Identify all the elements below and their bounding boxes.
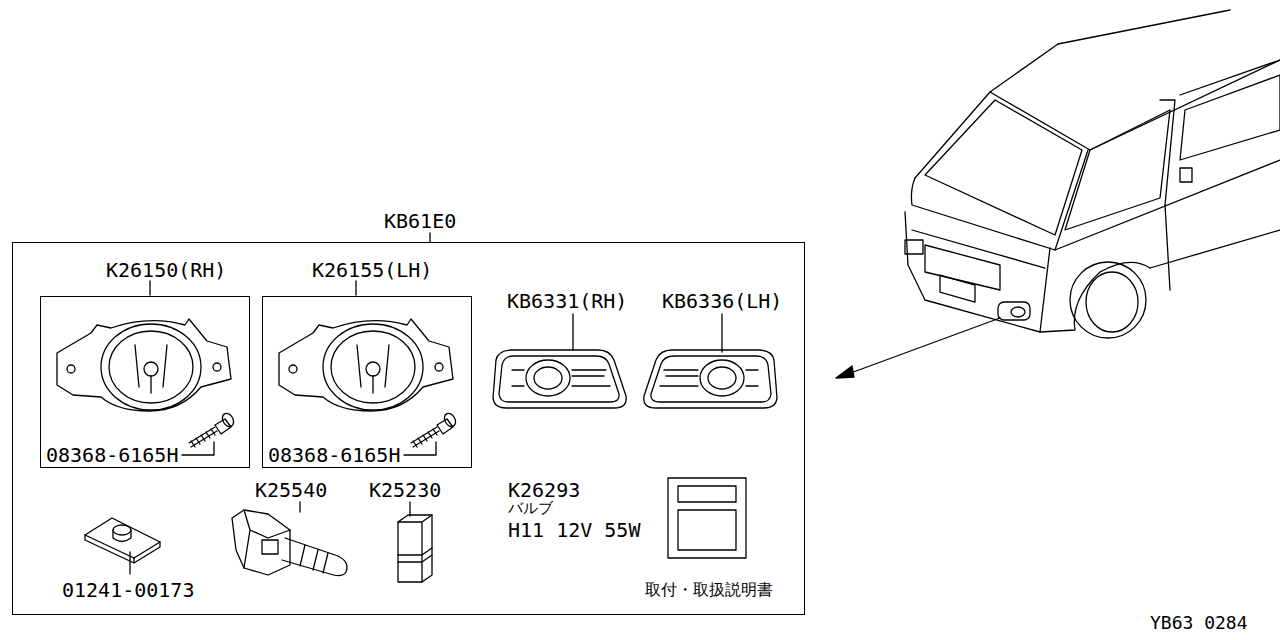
part-number: K25540	[255, 479, 327, 501]
bolt-number: 08368-6165H	[46, 445, 178, 465]
part-number: K26150(RH)	[106, 260, 226, 280]
arrowhead	[836, 366, 854, 378]
booklet-label: 取付・取扱説明書	[645, 581, 773, 599]
part-frame: K26155(LH)08368-6165H	[262, 296, 472, 468]
pointer-line	[848, 318, 1000, 374]
bulb-label: バルブ	[508, 500, 553, 517]
part-frame: K26150(RH)08368-6165H	[40, 296, 250, 468]
van-illustration	[905, 10, 1280, 338]
part-number: K26155(LH)	[312, 260, 432, 280]
relay-drawing	[398, 515, 432, 582]
leader-lines	[130, 233, 722, 574]
part-number: KB6331(RH)	[507, 290, 627, 312]
kit-number: KB61E0	[384, 211, 456, 231]
part-number: 01241-00173	[62, 579, 194, 601]
diagram-code: YB63 0284	[1150, 613, 1248, 633]
bulb-spec: H11 12V 55W	[508, 519, 640, 541]
bolt-number: 08368-6165H	[268, 445, 400, 465]
fog-lamp-lh	[279, 319, 458, 447]
bezel-lh	[644, 350, 777, 408]
fog-lamp-rh	[57, 319, 236, 447]
part-number: K26293	[508, 479, 580, 501]
clip-drawing	[85, 518, 160, 563]
part-number: KB6336(LH)	[662, 290, 782, 312]
booklet-drawing	[668, 478, 746, 558]
part-number: K25230	[369, 479, 441, 501]
bezel-rh	[493, 350, 626, 408]
switch-drawing	[232, 510, 347, 576]
